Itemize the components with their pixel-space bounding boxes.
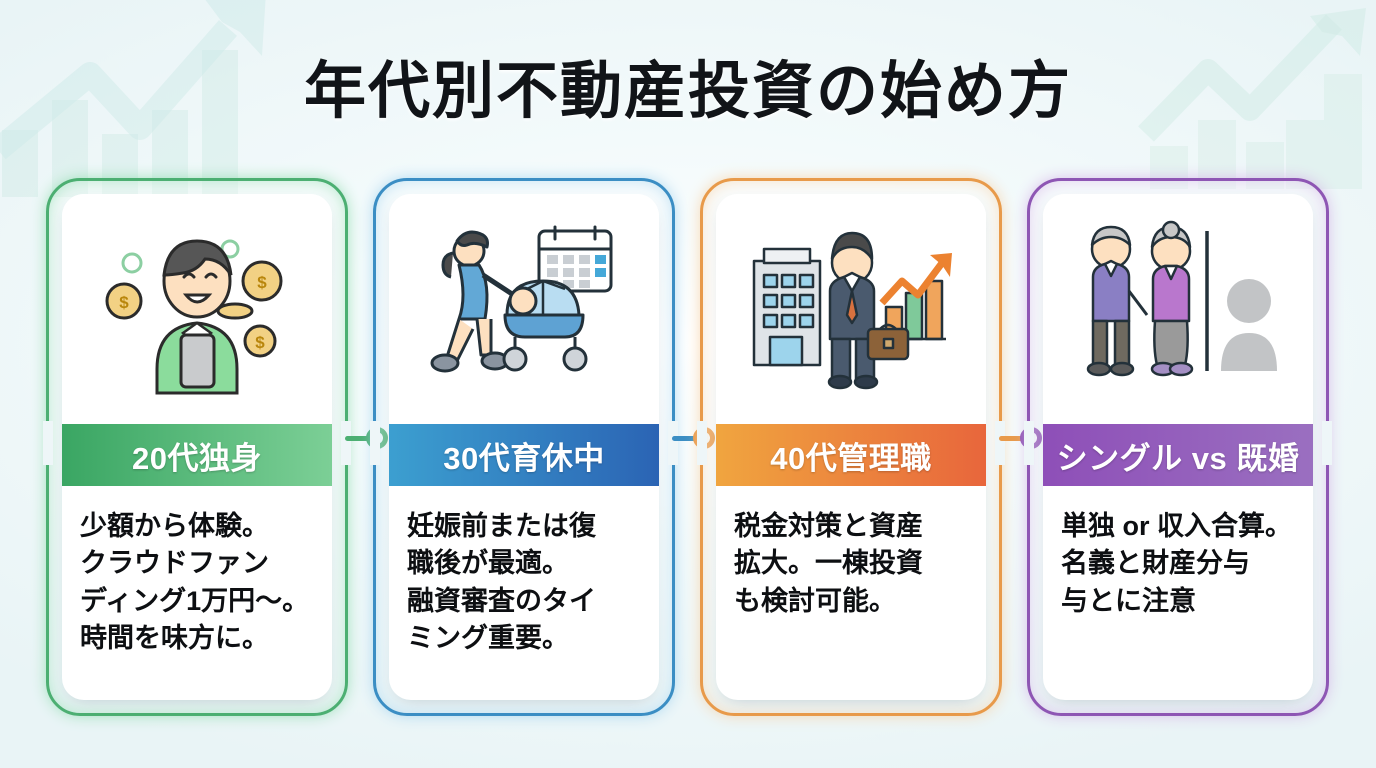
svg-text:$: $: [255, 333, 265, 352]
card-40s-manager[interactable]: 40代管理職 税金対策と資産 拡大。一棟投資 も検討可能。: [697, 178, 1005, 716]
connector-line: [999, 436, 1023, 441]
card-30s-parental-leave[interactable]: 30代育休中 妊娠前または復 職後が最適。 融資審査のタイ ミング重要。: [370, 178, 678, 716]
card-inner: シングル vs 既婚 単独 or 収入合算。 名義と財産分与 与とに注意: [1043, 194, 1313, 700]
card-inner: $ $ $ 20代独身 少額から体験。 クラウドファン ディング1万円〜。 時間を味…: [62, 194, 332, 700]
card-heading: 40代管理職: [716, 424, 986, 486]
card-body-text: 少額から体験。 クラウドファン ディング1万円〜。 時間を味方に。: [80, 511, 310, 653]
elderly-couple-single-person-icon: [1043, 194, 1313, 424]
svg-text:$: $: [119, 293, 129, 312]
card-body-text: 妊娠前または復 職後が最適。 融資審査のタイ ミング重要。: [407, 511, 596, 653]
connector-line: [672, 436, 696, 441]
svg-text:$: $: [257, 273, 267, 292]
card-body-text: 単独 or 収入合算。 名義と財産分与 与とに注意: [1061, 511, 1293, 616]
card-single-vs-married[interactable]: シングル vs 既婚 単独 or 収入合算。 名義と財産分与 与とに注意: [1024, 178, 1332, 716]
card-inner: 40代管理職 税金対策と資産 拡大。一棟投資 も検討可能。: [716, 194, 986, 700]
mother-stroller-calendar-icon: [389, 194, 659, 424]
card-inner: 30代育休中 妊娠前または復 職後が最適。 融資審査のタイ ミング重要。: [389, 194, 659, 700]
card-heading: 30代育休中: [389, 424, 659, 486]
card-heading: シングル vs 既婚: [1043, 424, 1313, 486]
page-title: 年代別不動産投資の始め方: [303, 57, 1072, 126]
young-man-smartphone-coins-icon: $ $ $: [62, 194, 332, 424]
card-20s-single[interactable]: $ $ $ 20代独身 少額から体験。 クラウドファン ディング1万円〜。 時間を味…: [43, 178, 351, 716]
card-heading: 20代独身: [62, 424, 332, 486]
businessman-building-growth-chart-icon: [716, 194, 986, 424]
card-body-text: 税金対策と資産 拡大。一棟投資 も検討可能。: [734, 511, 923, 616]
connector-line: [345, 436, 369, 441]
card-row: $ $ $ 20代独身 少額から体験。 クラウドファン ディング1万円〜。 時間を味…: [43, 178, 1332, 716]
